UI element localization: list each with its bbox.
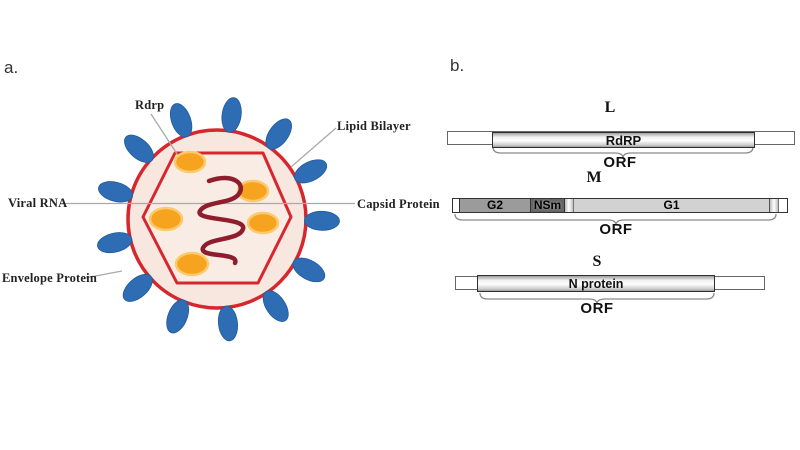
segment-m-nsm-region: NSm (531, 199, 565, 212)
segment-l-name: L (604, 99, 616, 116)
segment-s-orf-label: ORF (580, 300, 614, 317)
segment-m-g1-region: G1 (574, 199, 770, 212)
envelope-protein-spikes (97, 97, 340, 342)
leader-line-rdrp (150, 113, 182, 161)
label-envelope-protein: Envelope Protein (2, 271, 97, 285)
orf-brace-m (454, 213, 777, 226)
segment-m-utr-left (453, 199, 459, 212)
segment-m-bar: G2 NSm G1 (452, 198, 788, 213)
label-viral-rna: Viral RNA (8, 196, 68, 210)
rdrp-protein-ovals (148, 150, 280, 277)
label-lipid-bilayer: Lipid Bilayer (337, 119, 411, 133)
leader-line-envelope-protein (84, 270, 123, 279)
viral-rna-shape (197, 175, 246, 266)
segment-m-utr-right (779, 199, 787, 212)
segment-l-orf-label: ORF (603, 154, 637, 171)
segment-m-g2-region: G2 (459, 199, 531, 212)
segment-m-name: M (586, 169, 602, 186)
label-capsid-protein: Capsid Protein (357, 197, 440, 211)
panel-a-letter: a. (4, 58, 19, 77)
segment-s-name: S (592, 253, 602, 270)
segment-l-rdrp-region: RdRP (492, 132, 755, 148)
orf-brace-s (479, 292, 715, 305)
segment-m-bevel-right (770, 199, 779, 212)
segment-m-orf-label: ORF (599, 221, 633, 238)
label-rdrp: Rdrp (135, 98, 165, 112)
segment-s-nprotein-region: N protein (477, 275, 715, 292)
orf-brace-l (492, 146, 754, 159)
panel-b-letter: b. (450, 56, 465, 75)
segment-m-bevel-left (565, 199, 574, 212)
leader-line-lipid-bilayer (290, 127, 337, 168)
